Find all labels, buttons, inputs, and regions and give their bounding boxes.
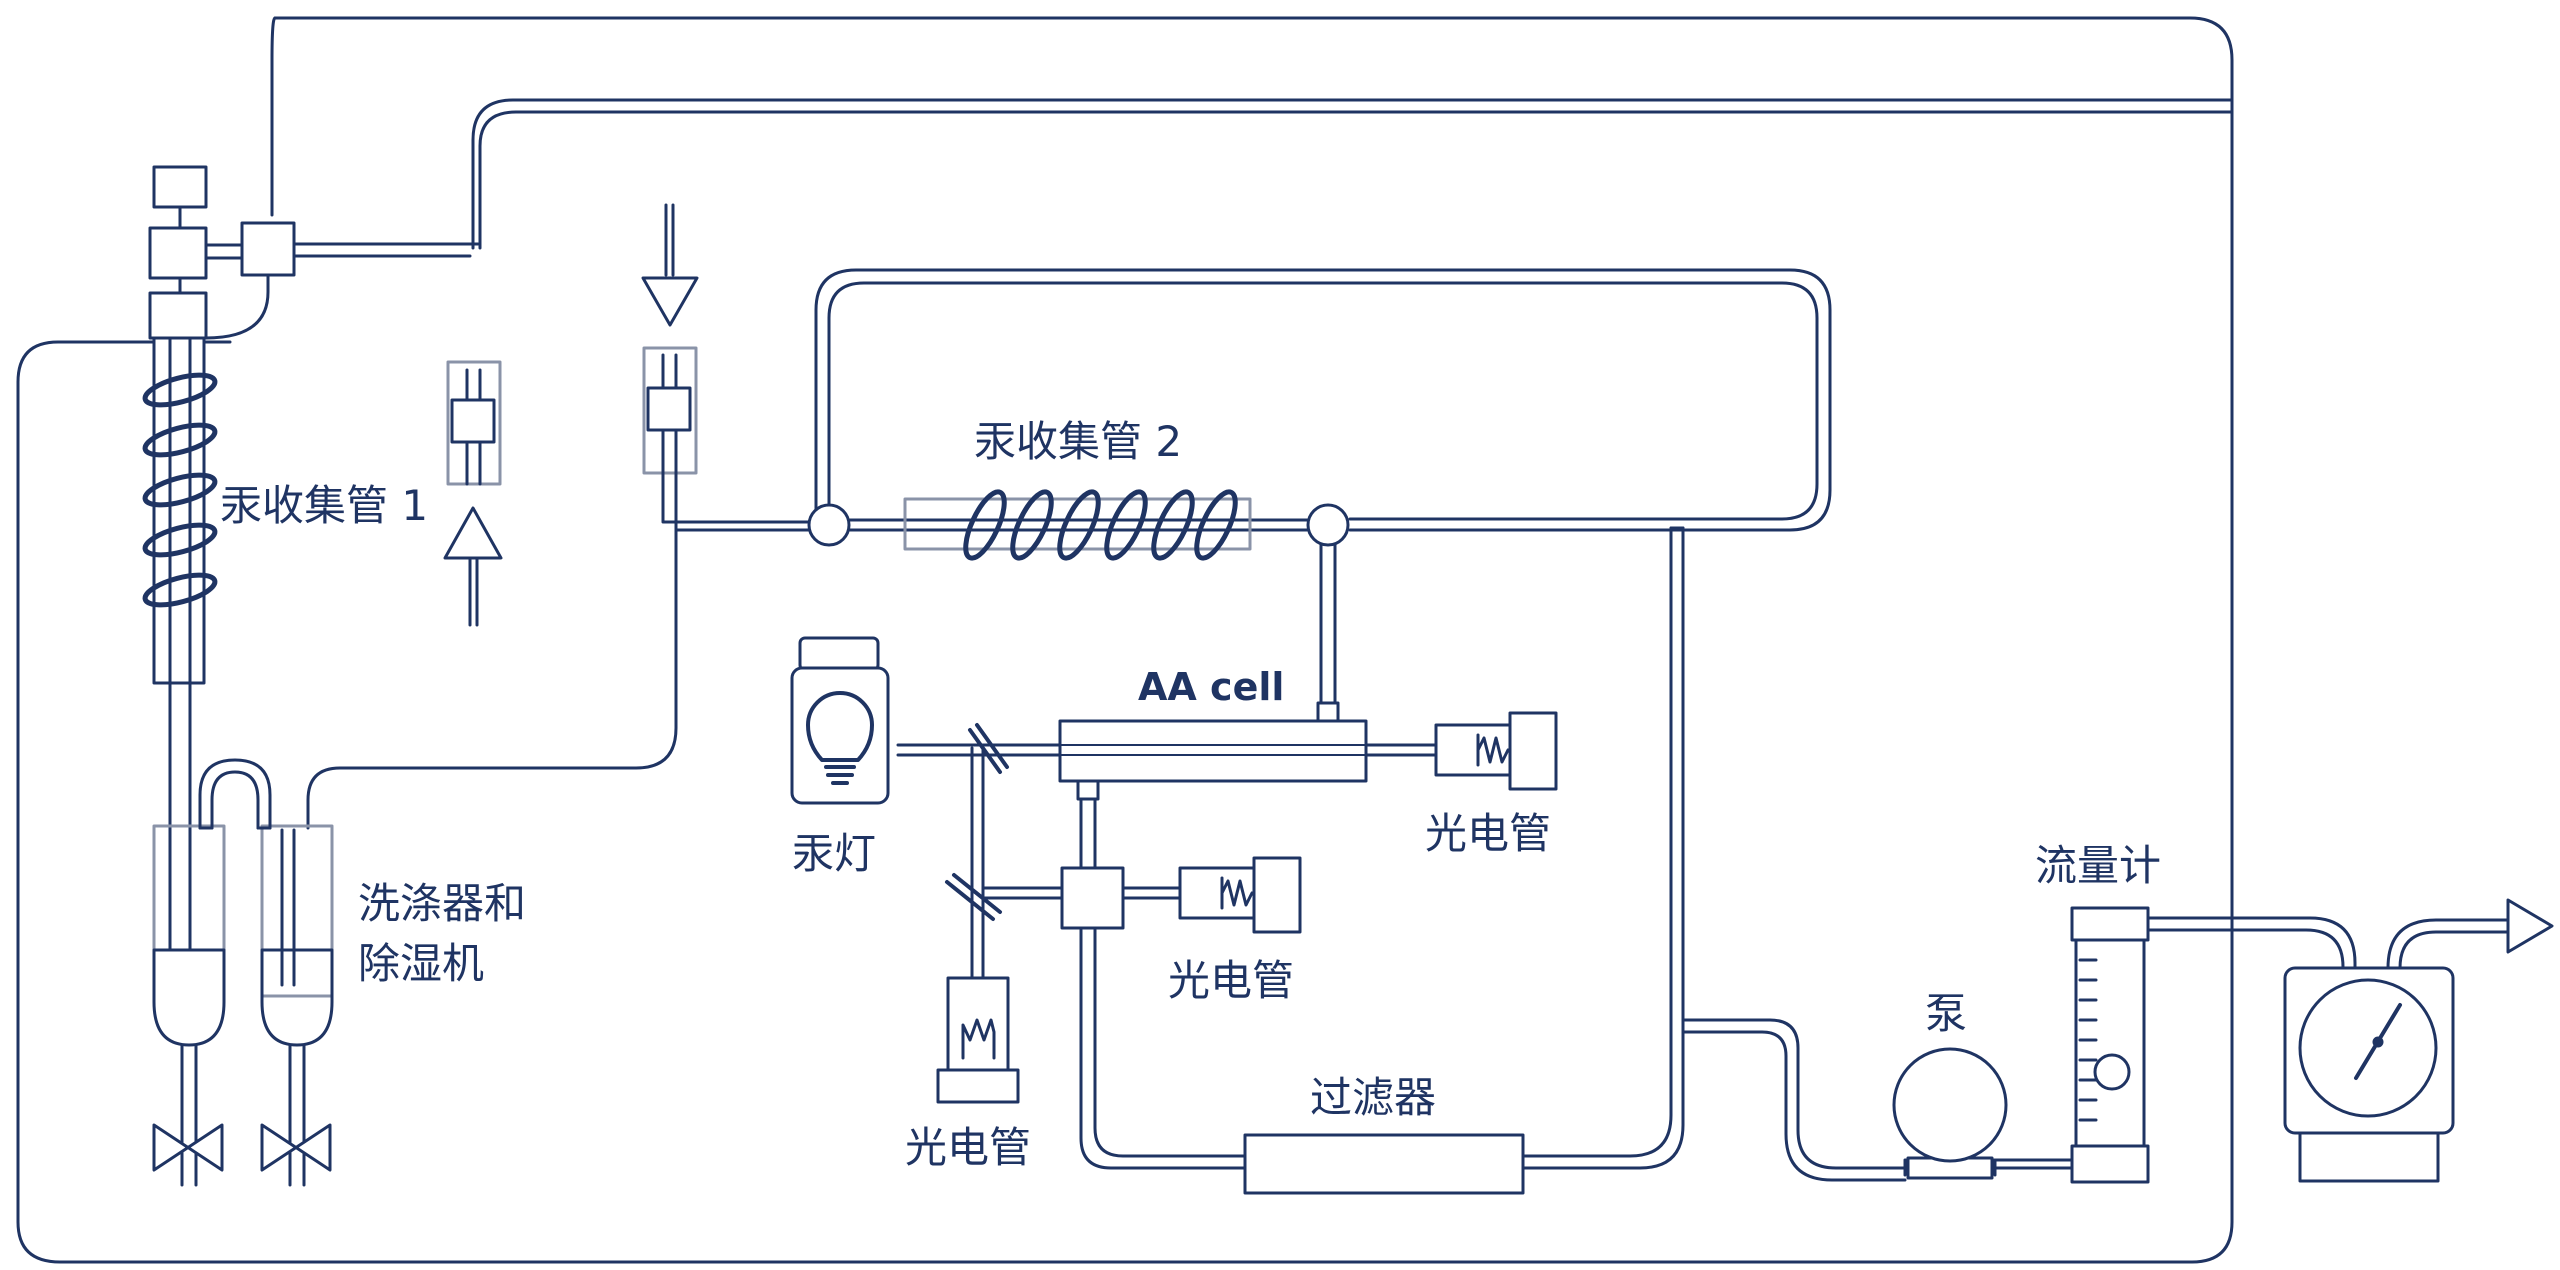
label-scrubber-1: 洗涤器和 xyxy=(358,879,526,928)
top-supply-pipe xyxy=(293,98,2234,258)
heating-coil-2 xyxy=(963,489,1238,561)
label-scrubber-2: 除湿机 xyxy=(358,939,484,988)
collector-tube-1 xyxy=(142,165,296,962)
valve-icon xyxy=(152,1123,332,1172)
cell-inlet-pipe xyxy=(1316,543,1340,723)
beam-path xyxy=(896,723,1438,1170)
gauge-icon xyxy=(2283,918,2512,1183)
flowmeter xyxy=(2070,906,2357,1184)
pump-inlet-pipe xyxy=(1681,1018,1907,1182)
heating-coil-1 xyxy=(142,372,218,608)
collector-tube-2 xyxy=(674,268,1832,561)
filter xyxy=(1243,526,1685,1195)
label-flowmeter: 流量计 xyxy=(2035,841,2161,890)
outer-return-pipe xyxy=(16,16,2234,1264)
label-aa-cell: AA cell xyxy=(1138,665,1284,709)
labels: 汞收集管 1 汞收集管 2 AA cell 汞灯 光电管 光电管 光电管 洗涤器… xyxy=(220,417,2161,1172)
label-photocell-top: 光电管 xyxy=(1425,809,1551,858)
label-photocell-bottom: 光电管 xyxy=(905,1123,1031,1172)
label-pump: 泵 xyxy=(1925,989,1967,1038)
arrow-down-icon xyxy=(641,203,699,327)
bulb-icon xyxy=(806,691,874,785)
label-filter: 过滤器 xyxy=(1310,1073,1436,1122)
photocell-top xyxy=(1434,711,1558,791)
pump xyxy=(1892,1047,2074,1180)
scrubber-dehumidifier xyxy=(152,758,334,1187)
arrow-up-icon xyxy=(443,506,503,627)
injection-port-right xyxy=(306,346,817,830)
beam-splitter xyxy=(1060,866,1125,930)
label-photocell-mid: 光电管 xyxy=(1168,956,1294,1005)
label-collector-1: 汞收集管 1 xyxy=(220,481,428,530)
photocell-bottom xyxy=(936,976,1020,1104)
label-collector-2: 汞收集管 2 xyxy=(974,417,1182,466)
mercury-lamp xyxy=(790,636,890,805)
label-lamp: 汞灯 xyxy=(792,829,876,878)
arrow-right-icon xyxy=(2506,898,2554,954)
injection-port-left xyxy=(446,360,502,486)
aa-cell xyxy=(1058,719,1368,801)
photocell-mid xyxy=(1178,856,1302,934)
